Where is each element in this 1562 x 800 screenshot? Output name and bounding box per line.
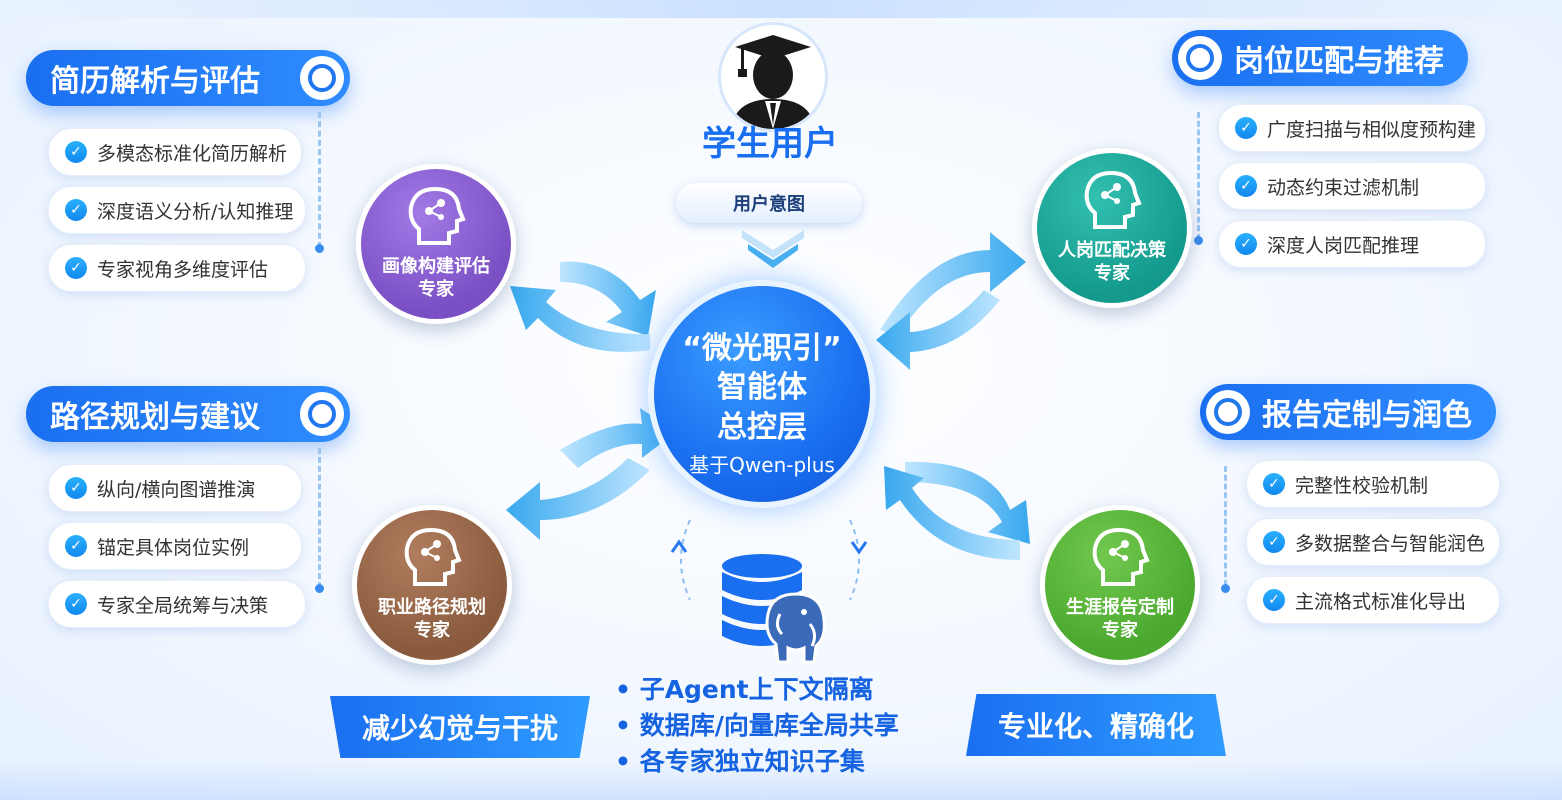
student-title: 学生用户 — [702, 124, 838, 164]
resume-connector-dot — [315, 244, 324, 253]
resume-item-1: ✓多模态标准化简历解析 — [48, 128, 302, 176]
expert-match: 人岗匹配决策 专家 — [1032, 148, 1192, 308]
arrow-icon — [510, 286, 650, 352]
report-connector — [1224, 466, 1227, 586]
center-line2: 智能体 — [717, 370, 807, 405]
ring-icon — [300, 392, 344, 436]
bottom-glow — [0, 760, 1562, 800]
brain-head-icon — [1084, 170, 1142, 229]
report-item-1: ✓完整性校验机制 — [1246, 460, 1500, 508]
resume-item-2: ✓深度语义分析/认知推理 — [48, 186, 306, 234]
section-path-title: 路径规划与建议 — [50, 400, 260, 435]
section-report-header: 报告定制与润色 — [1200, 384, 1496, 440]
job-item-1: ✓广度扫描与相似度预构建 — [1218, 104, 1486, 152]
top-glow — [0, 0, 1562, 18]
expert-career-line2: 专家 — [414, 620, 450, 641]
expert-report: 生涯报告定制 专家 — [1040, 505, 1200, 665]
path-item-2: ✓锚定具体岗位实例 — [48, 522, 302, 570]
bottom-bullet-3: • 各专家独立知识子集 — [615, 747, 865, 776]
expert-career: 职业路径规划 专家 — [352, 505, 512, 665]
expert-match-line1: 人岗匹配决策 — [1058, 240, 1166, 261]
check-icon: ✓ — [65, 257, 87, 279]
job-connector — [1197, 112, 1200, 240]
check-icon: ✓ — [65, 535, 87, 557]
check-icon: ✓ — [1235, 117, 1257, 139]
section-resume-title: 简历解析与评估 — [50, 64, 260, 99]
brain-head-icon — [408, 186, 466, 245]
brain-head-icon — [404, 527, 462, 586]
arrow-icon — [876, 290, 1000, 370]
center-control-layer: “微光职引” 智能体 总控层 基于Qwen-plus — [648, 280, 876, 508]
postgresql-elephant-icon — [765, 592, 826, 664]
expert-profile-line2: 专家 — [418, 279, 454, 300]
arrow-icon — [560, 261, 656, 336]
job-item-2: ✓动态约束过滤机制 — [1218, 162, 1486, 210]
right-badge: 专业化、精确化 — [966, 694, 1226, 756]
check-icon: ✓ — [65, 593, 87, 615]
path-item-1: ✓纵向/横向图谱推演 — [48, 464, 302, 512]
center-sub: 基于Qwen-plus — [689, 453, 835, 477]
path-connector-dot — [315, 584, 324, 593]
job-connector-dot — [1194, 236, 1203, 245]
path-connector — [318, 448, 321, 588]
expert-report-line2: 专家 — [1102, 620, 1138, 641]
check-icon: ✓ — [65, 141, 87, 163]
path-item-3: ✓专家全局统筹与决策 — [48, 580, 306, 628]
section-job-header: 岗位匹配与推荐 — [1172, 30, 1468, 86]
resume-connector — [318, 112, 321, 248]
left-badge: 减少幻觉与干扰 — [330, 696, 590, 758]
student-avatar — [718, 22, 828, 132]
check-icon: ✓ — [1263, 589, 1285, 611]
report-item-2: ✓多数据整合与智能润色 — [1246, 518, 1500, 566]
job-item-3: ✓深度人岗匹配推理 — [1218, 220, 1486, 268]
section-path-header: 路径规划与建议 — [26, 386, 350, 442]
ring-icon — [300, 56, 344, 100]
report-connector-dot — [1221, 584, 1230, 593]
expert-report-line1: 生涯报告定制 — [1066, 597, 1174, 618]
check-icon: ✓ — [1263, 473, 1285, 495]
check-icon: ✓ — [65, 199, 87, 221]
bottom-bullet-1: • 子Agent上下文隔离 — [615, 675, 874, 704]
check-icon: ✓ — [1235, 233, 1257, 255]
check-icon: ✓ — [1235, 175, 1257, 197]
expert-profile: 画像构建评估 专家 — [356, 164, 516, 324]
section-report-title: 报告定制与润色 — [1262, 398, 1472, 433]
center-line1: “微光职引” — [682, 331, 842, 366]
section-job-title: 岗位匹配与推荐 — [1234, 44, 1444, 79]
ring-icon — [1206, 390, 1250, 434]
ring-icon — [1178, 36, 1222, 80]
student-avatar-icon — [731, 35, 815, 129]
expert-career-line1: 职业路径规划 — [378, 597, 486, 618]
expert-profile-line1: 画像构建评估 — [382, 256, 490, 277]
brain-head-icon — [1092, 527, 1150, 586]
bottom-bullet-2: • 数据库/向量库全局共享 — [615, 711, 899, 740]
arrow-icon — [905, 461, 1030, 544]
arrow-icon — [884, 466, 1020, 560]
arrow-icon — [506, 458, 650, 540]
user-intent-label: 用户意图 — [733, 194, 805, 215]
arrow-icon — [880, 232, 1026, 336]
report-item-3: ✓主流格式标准化导出 — [1246, 576, 1500, 624]
check-icon: ✓ — [65, 477, 87, 499]
user-intent-pill: 用户意图 — [676, 183, 862, 223]
expert-match-line2: 专家 — [1094, 263, 1130, 284]
section-resume-header: 简历解析与评估 — [26, 50, 350, 106]
arrow-icon — [560, 408, 676, 468]
resume-item-3: ✓专家视角多维度评估 — [48, 244, 306, 292]
center-line3: 总控层 — [717, 410, 807, 445]
down-chevron-icon — [742, 230, 804, 268]
check-icon: ✓ — [1263, 531, 1285, 553]
